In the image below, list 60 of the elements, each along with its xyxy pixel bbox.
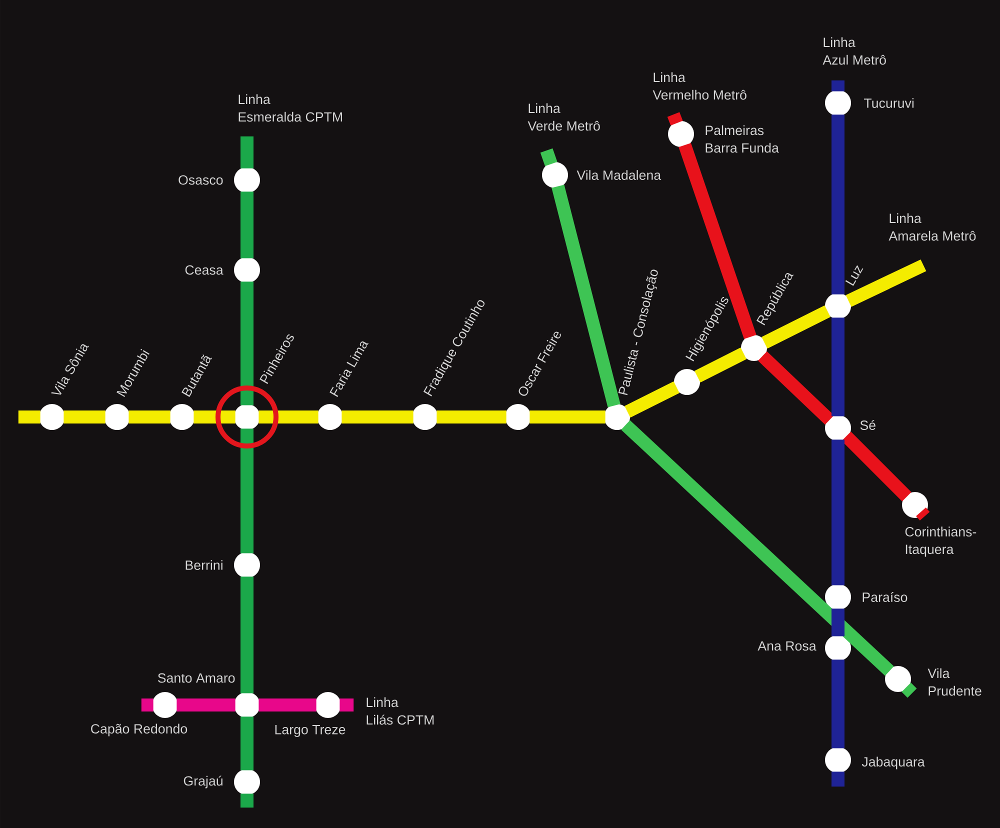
metro-line	[758, 351, 834, 425]
metro-line	[342, 410, 414, 424]
metro-line	[240, 794, 254, 808]
metro-line	[240, 282, 254, 406]
metro-line	[240, 136, 254, 168]
station-name: Corinthians- Itaquera	[905, 526, 976, 557]
metro-line	[540, 148, 558, 166]
metro-line	[552, 184, 620, 408]
line-name: Linha Esmeralda CPTM	[238, 94, 342, 122]
metro-line	[762, 305, 830, 349]
station-name: Paraíso	[862, 592, 908, 602]
metro-line	[832, 772, 844, 787]
metro-line	[240, 716, 254, 770]
metro-line	[258, 698, 316, 712]
metro-line	[694, 347, 747, 382]
metro-line	[667, 112, 683, 126]
metro-line	[141, 698, 154, 712]
metro-line	[832, 440, 844, 586]
station-name: Luz	[845, 265, 864, 286]
station-name: Grajaú	[184, 776, 222, 788]
metro-line	[176, 698, 236, 712]
metro-line	[902, 682, 917, 698]
station-name: Tucuruvi	[864, 98, 914, 108]
metro-line	[916, 508, 930, 520]
station-name: Palmeiras Barra Funda	[706, 125, 779, 153]
line-name: Linha Azul Metrô	[822, 37, 886, 65]
metro-line	[832, 114, 844, 294]
metro-line	[832, 608, 844, 636]
metro-line	[832, 660, 844, 748]
line-name: Linha Lilás CPTM	[366, 697, 434, 725]
metro-line	[340, 698, 354, 712]
metro-line	[240, 576, 254, 694]
metro-line	[436, 410, 506, 424]
station-name: Capão Redondo	[91, 724, 188, 736]
metro-line	[128, 410, 170, 424]
metro-line	[240, 192, 254, 258]
station-name: Sé	[860, 420, 876, 430]
metro-line	[621, 420, 894, 676]
metro-line	[240, 428, 254, 554]
station-name: Vila Madalena	[576, 170, 662, 180]
metro-line	[832, 80, 844, 92]
station-name: Jabaquara	[862, 756, 925, 770]
metro-line	[678, 142, 756, 340]
metro-line	[842, 432, 912, 502]
station-name: Berrini	[186, 560, 222, 570]
station-name: Ana Rosa	[758, 641, 816, 651]
line-name: Linha Vermelho Metrô	[652, 72, 746, 100]
station-name: Santo Amaro	[158, 673, 235, 683]
metro-line	[832, 318, 844, 416]
line-name: Linha Amarela Metrô	[888, 213, 976, 241]
station-name: Osasco	[178, 175, 223, 185]
station-name: Ceasa	[185, 265, 224, 275]
metro-line	[530, 410, 606, 424]
line-name: Linha Verde Metrô	[528, 103, 600, 131]
metro-line	[624, 381, 680, 418]
metro-line	[846, 259, 926, 307]
metro-line	[18, 410, 40, 424]
station-name: Largo Treze	[275, 725, 346, 737]
station-name: Vila Prudente	[928, 668, 982, 696]
metro-line	[64, 410, 106, 424]
